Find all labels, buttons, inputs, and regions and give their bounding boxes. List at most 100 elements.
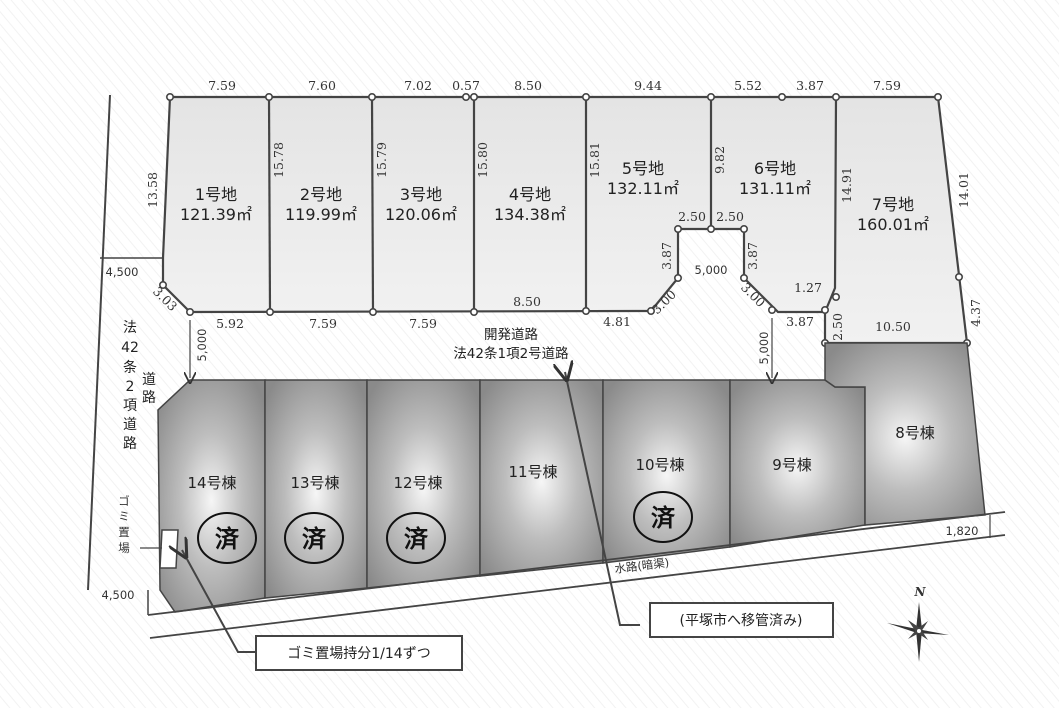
sold-badge-14: 済: [197, 512, 257, 564]
svg-text:法42条1項2号道路: 法42条1項2号道路: [453, 345, 569, 362]
svg-text:5,000: 5,000: [757, 332, 771, 365]
garbage-area[interactable]: [159, 529, 179, 569]
svg-text:5.92: 5.92: [216, 316, 244, 331]
svg-text:121.39㎡: 121.39㎡: [180, 205, 252, 224]
svg-text:5,000: 5,000: [695, 263, 728, 277]
svg-text:15.79: 15.79: [374, 142, 389, 178]
svg-text:2.50: 2.50: [716, 209, 744, 224]
lot-2-area[interactable]: [269, 97, 373, 312]
svg-text:9号棟: 9号棟: [772, 456, 812, 474]
svg-text:済: 済: [404, 525, 429, 553]
svg-text:6号地: 6号地: [754, 159, 796, 178]
svg-text:1号地: 1号地: [195, 185, 237, 204]
svg-text:路: 路: [142, 390, 156, 406]
svg-text:済: 済: [651, 504, 676, 532]
svg-text:42: 42: [121, 340, 139, 356]
svg-text:15.78: 15.78: [271, 142, 286, 178]
survey-points: [159, 93, 971, 347]
svg-text:ゴ: ゴ: [118, 494, 130, 508]
svg-text:2号地: 2号地: [300, 185, 342, 204]
sold-marks: 済 済 済 済: [197, 491, 693, 564]
top-dimensions: 7.59 7.60 7.02 0.57 8.50 9.44 5.52 3.87 …: [208, 78, 901, 93]
svg-text:路: 路: [123, 436, 137, 452]
building-8[interactable]: [824, 342, 986, 526]
svg-text:7号地: 7号地: [872, 195, 914, 214]
svg-text:12号棟: 12号棟: [393, 474, 442, 492]
svg-text:4,500: 4,500: [106, 265, 139, 279]
lot-7-area[interactable]: [825, 97, 967, 343]
svg-text:132.11㎡: 132.11㎡: [607, 179, 679, 198]
svg-text:120.06㎡: 120.06㎡: [385, 205, 457, 224]
northern-lots: [163, 97, 967, 343]
lot-3-area[interactable]: [372, 97, 474, 312]
svg-text:7.59: 7.59: [873, 78, 901, 93]
building-14[interactable]: [157, 379, 266, 613]
svg-text:場: 場: [118, 541, 130, 555]
svg-text:ゴミ置場持分1/14ずつ: ゴミ置場持分1/14ずつ: [287, 645, 430, 662]
svg-text:3.87: 3.87: [796, 78, 824, 93]
svg-text:7.02: 7.02: [404, 78, 432, 93]
svg-text:(平塚市へ移管済み): (平塚市へ移管済み): [680, 612, 803, 629]
svg-text:1,820: 1,820: [946, 524, 979, 538]
garbage-note: ゴミ置場持分1/14ずつ: [255, 635, 463, 671]
svg-text:4,500: 4,500: [102, 588, 135, 602]
sold-badge-10: 済: [633, 491, 693, 543]
lot-1-area[interactable]: [163, 97, 270, 312]
svg-text:4号地: 4号地: [509, 185, 551, 204]
svg-text:N: N: [914, 585, 927, 599]
svg-text:済: 済: [302, 525, 327, 553]
compass-icon: N: [887, 585, 949, 662]
garbage-leader: [182, 550, 256, 653]
svg-text:13号棟: 13号棟: [290, 474, 339, 492]
svg-text:2.50: 2.50: [830, 313, 845, 341]
svg-text:4.81: 4.81: [603, 314, 631, 329]
svg-text:3.87: 3.87: [745, 242, 760, 270]
svg-text:3.87: 3.87: [659, 242, 674, 270]
svg-text:11号棟: 11号棟: [508, 463, 557, 481]
transfer-leader: [565, 372, 640, 626]
lot-4-area[interactable]: [474, 97, 586, 312]
svg-text:3.87: 3.87: [786, 314, 814, 329]
svg-text:9.44: 9.44: [634, 78, 662, 93]
waterway-label: 水路(暗渠): [614, 555, 670, 576]
lot-5-area[interactable]: [586, 97, 711, 311]
svg-text:7.60: 7.60: [308, 78, 336, 93]
svg-text:8.50: 8.50: [513, 294, 541, 309]
left-road-line: [87, 94, 111, 591]
svg-text:2.50: 2.50: [678, 209, 706, 224]
svg-text:4.37: 4.37: [968, 299, 983, 327]
lower-dimensions: 3.03 5.92 7.59 7.59 8.50 4.81 3.00 3.00 …: [150, 280, 911, 341]
lot-6-area[interactable]: [711, 97, 836, 312]
svg-text:置: 置: [118, 525, 130, 539]
left-road-label: 法 42 条 2 項 道 路 道 路: [121, 320, 156, 452]
svg-text:5.52: 5.52: [734, 78, 762, 93]
svg-text:7.59: 7.59: [409, 316, 437, 331]
lot-labels: 1号地 121.39㎡ 2号地 119.99㎡ 3号地 120.06㎡ 4号地 …: [180, 159, 929, 234]
svg-text:0.57: 0.57: [452, 78, 480, 93]
svg-text:14.91: 14.91: [839, 167, 854, 203]
side-dimensions: 13.58 15.78 15.79 15.80 15.81 9.82 14.91…: [145, 142, 983, 327]
svg-text:8.50: 8.50: [514, 78, 542, 93]
svg-text:8号棟: 8号棟: [895, 424, 935, 442]
svg-text:5号地: 5号地: [622, 159, 664, 178]
dev-road-label: 開発道路 法42条1項2号道路: [453, 327, 569, 362]
svg-text:14.01: 14.01: [956, 172, 971, 208]
svg-text:15.81: 15.81: [587, 142, 602, 178]
svg-text:10号棟: 10号棟: [635, 456, 684, 474]
svg-text:131.11㎡: 131.11㎡: [739, 179, 811, 198]
svg-text:15.80: 15.80: [475, 142, 490, 178]
svg-text:済: 済: [215, 525, 240, 553]
garbage-label: ゴ ミ 置 場: [118, 494, 130, 555]
svg-text:開発道路: 開発道路: [484, 327, 538, 343]
svg-text:13.58: 13.58: [145, 172, 160, 208]
svg-text:2: 2: [126, 379, 135, 395]
building-labels: 14号棟 13号棟 12号棟 11号棟 10号棟 9号棟 8号棟: [187, 424, 934, 492]
svg-text:法: 法: [123, 320, 137, 336]
svg-text:条: 条: [123, 359, 137, 376]
svg-text:119.99㎡: 119.99㎡: [285, 205, 357, 224]
svg-text:道: 道: [123, 417, 137, 433]
transfer-note: (平塚市へ移管済み): [649, 602, 834, 638]
sold-badge-13: 済: [284, 512, 344, 564]
turnaround-dimensions: 2.50 2.50 3.87 3.87 5,000: [659, 209, 760, 277]
